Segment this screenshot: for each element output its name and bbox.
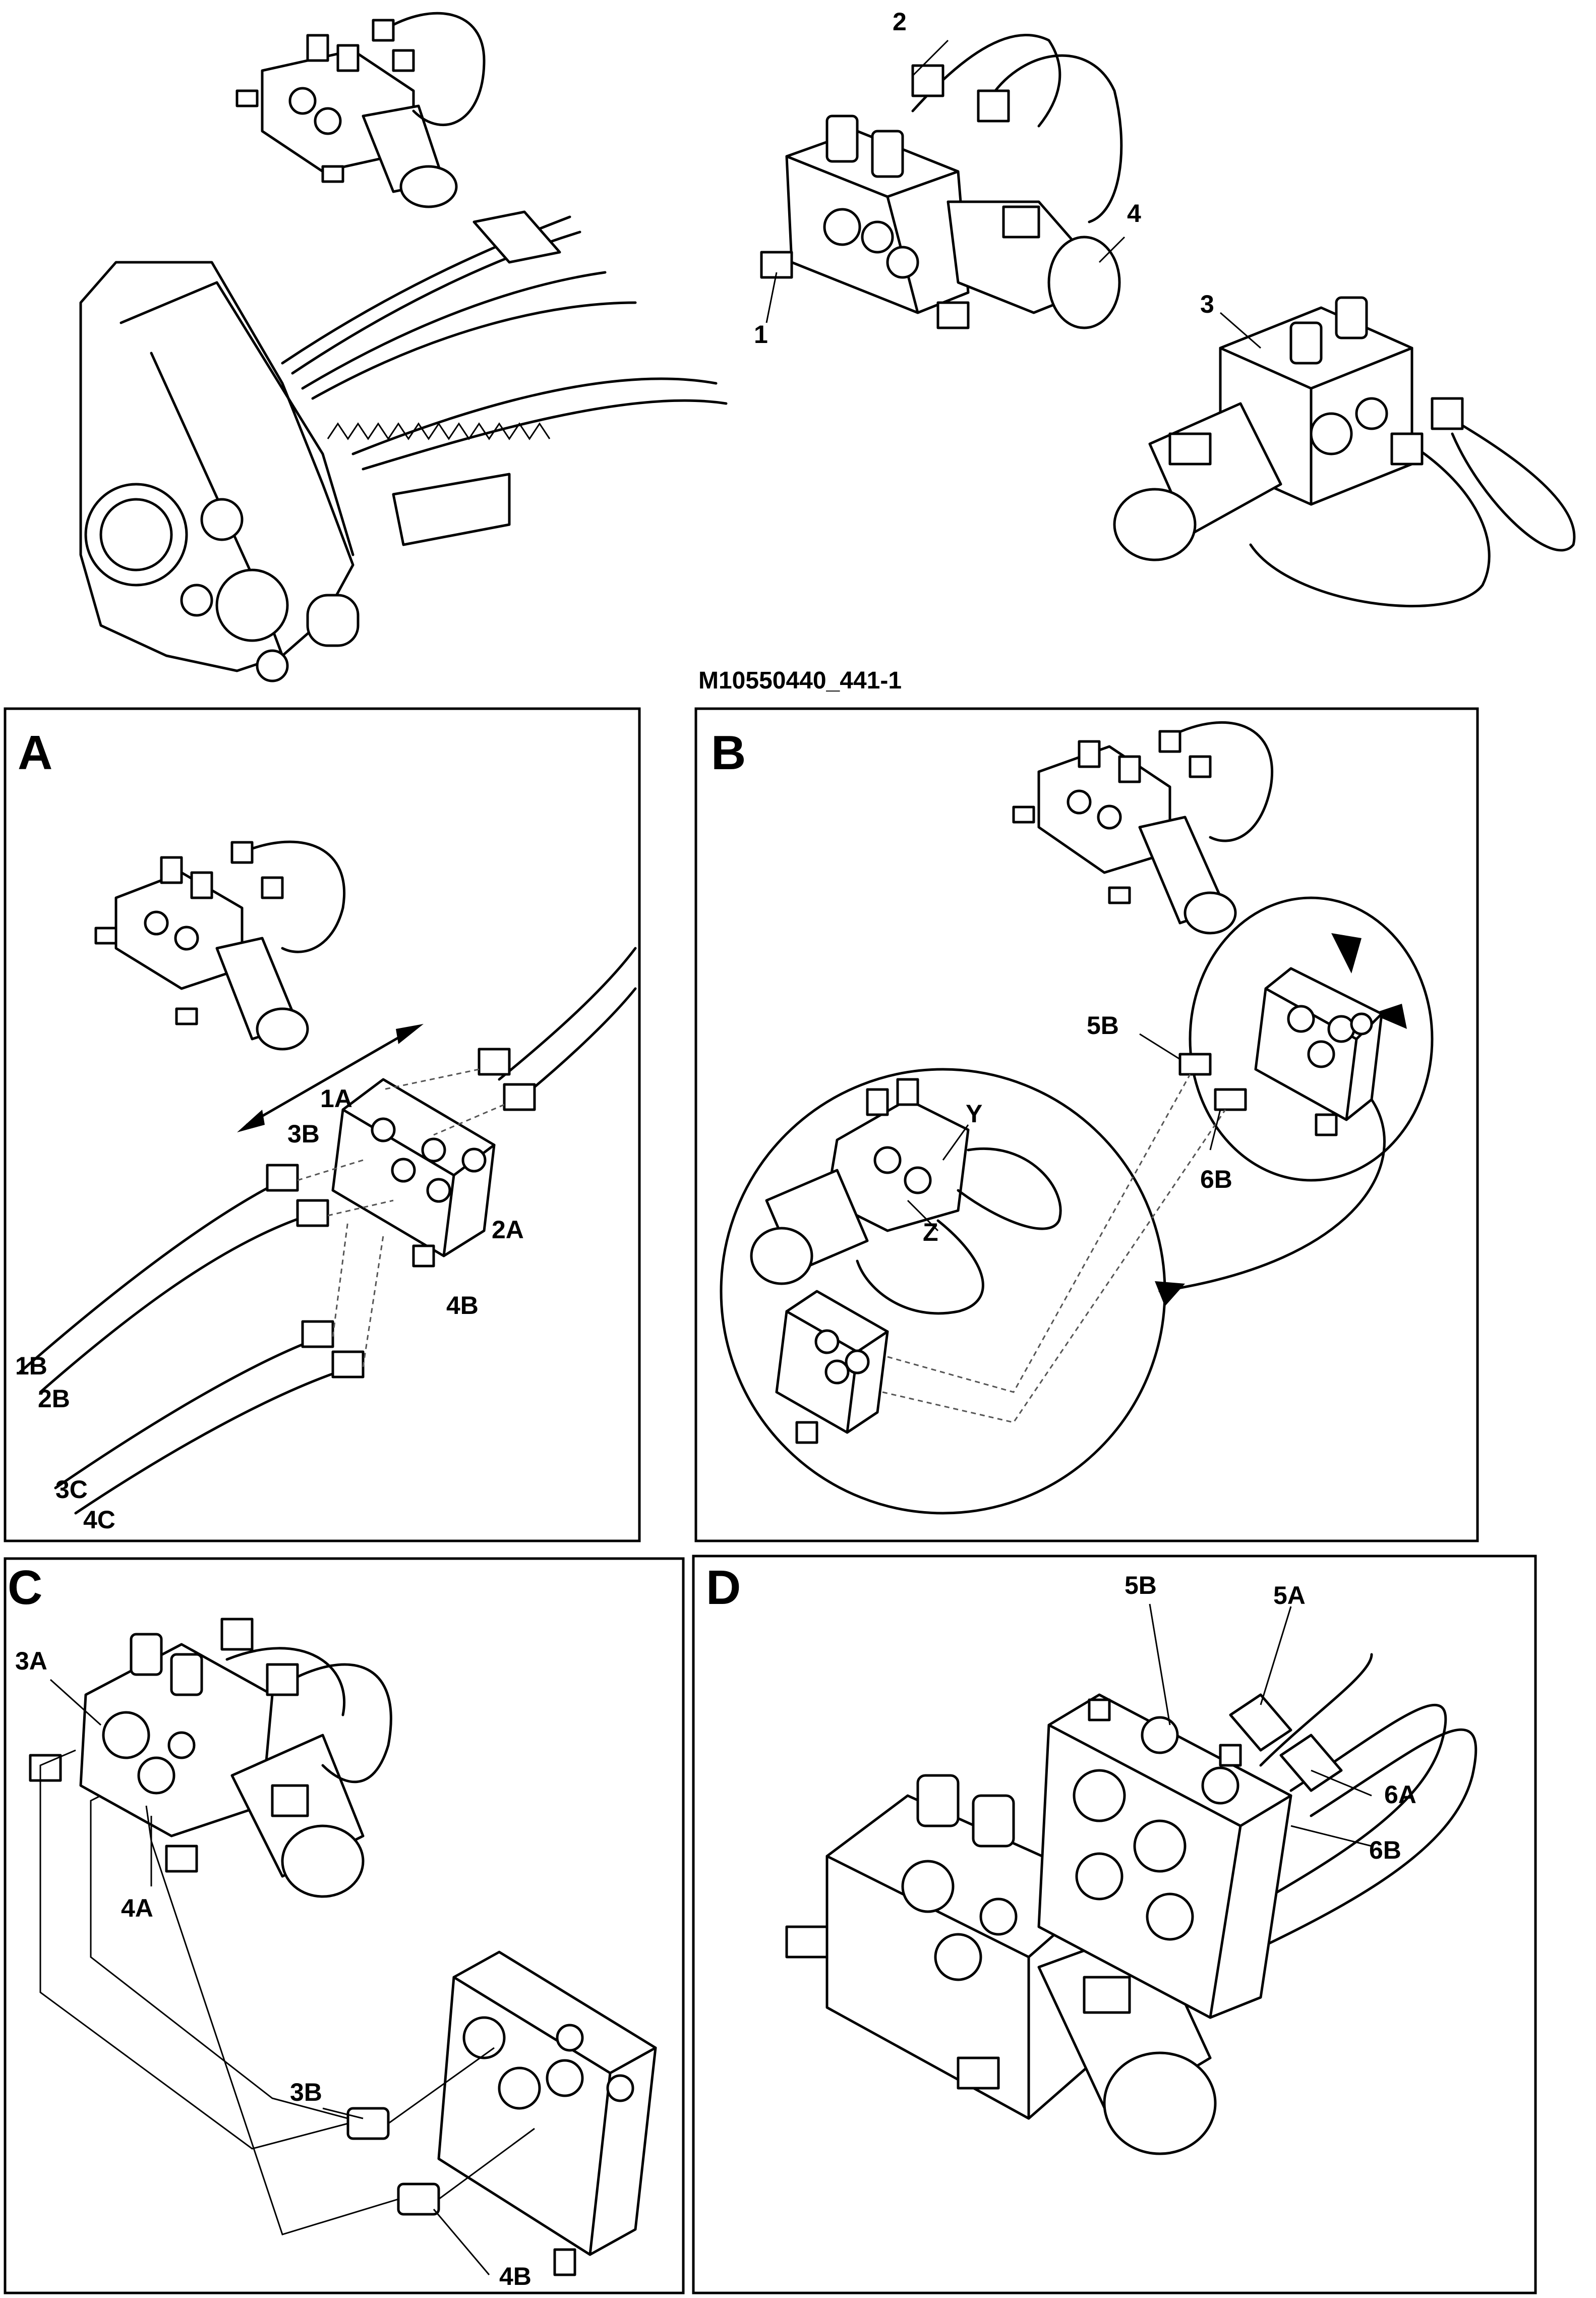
panel-d-artwork [785, 1603, 1477, 2155]
valve-assembly-alt [1113, 296, 1576, 607]
panel-b-callout-z: Z [923, 1218, 938, 1246]
valve-assembly-main [760, 34, 1126, 329]
valve-thumbnail-top [235, 12, 486, 208]
panel-a-callout-1b: 1B [15, 1352, 47, 1380]
panel-b-frame [694, 707, 1479, 1542]
panel-a-callout-3c: 3C [55, 1475, 88, 1504]
panel-a-letter: A [18, 726, 52, 780]
panel-c-frame [4, 1557, 685, 2294]
panel-a-callout-2b: 2B [38, 1385, 70, 1413]
panel-b-artwork [720, 721, 1434, 1515]
panel-c-callout-3a: 3A [15, 1647, 47, 1675]
panel-a-callout-4c: 4C [83, 1506, 115, 1534]
overview-callout-2: 2 [893, 8, 907, 36]
panel-d-callout-5a: 5A [1273, 1581, 1306, 1610]
panel-b-callout-6b: 6B [1200, 1165, 1232, 1193]
panel-d-callout-6b: 6B [1369, 1836, 1401, 1864]
overview-callout-1: 1 [754, 320, 768, 349]
panel-d-letter: D [706, 1561, 741, 1615]
panel-b-callout-5b: 5B [1087, 1011, 1119, 1040]
panel-b-callout-y: Y [966, 1100, 982, 1128]
panel-a-artwork [19, 840, 637, 1515]
panel-a-callout-4b: 4B [446, 1291, 479, 1319]
overview-callout-4: 4 [1127, 199, 1141, 227]
panel-d-callout-6a: 6A [1384, 1780, 1416, 1809]
panel-c-callout-3b: 3B [290, 2078, 322, 2106]
panel-b-letter: B [711, 726, 746, 780]
figure-id: M10550440_441-1 [698, 667, 902, 694]
panel-a-callout-3b: 3B [287, 1120, 320, 1148]
panel-a-frame [4, 707, 641, 1542]
panel-d-callout-5b: 5B [1125, 1571, 1157, 1599]
panel-c-callout-4a: 4A [121, 1894, 153, 1922]
panel-a-callout-2a: 2A [492, 1216, 524, 1244]
overview-tractor-hitch [79, 210, 728, 682]
overview-callout-3: 3 [1200, 290, 1214, 318]
panel-a-callout-1a: 1A [320, 1084, 352, 1113]
panel-d-frame [692, 1555, 1537, 2294]
panel-c-callout-4b: 4B [499, 2262, 531, 2290]
panel-c-letter: C [8, 1561, 42, 1615]
panel-c-artwork [29, 1618, 657, 2276]
